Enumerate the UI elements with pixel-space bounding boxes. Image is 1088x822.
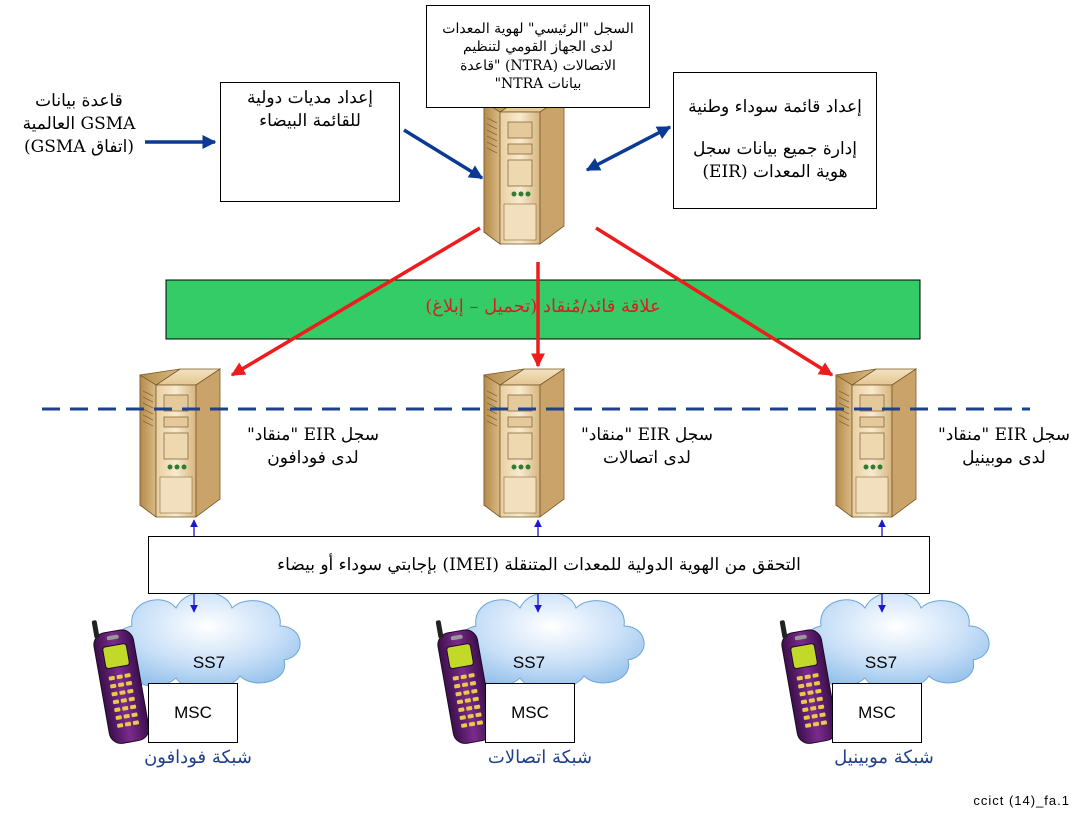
gsma-line-2: GSMA العالمية <box>22 113 136 134</box>
etisalat-slave-line-2: لدى اتصالات <box>603 447 691 468</box>
relation-bar <box>165 279 921 340</box>
vodafone-eir-server-icon <box>139 368 221 518</box>
blacklist-line-1: إعداد قائمة سوداء وطنية <box>688 96 862 117</box>
mobinil-slave-eir-label: سجل EIR "منقاد" لدى موبينيل <box>926 424 1082 470</box>
etisalat-slave-eir-label: سجل EIR "منقاد" لدى اتصالات <box>572 424 722 470</box>
whitelist-line-1: إعداد مديات دولية <box>246 88 374 108</box>
mobinil-msc-box: MSC <box>832 683 922 743</box>
central-register-line-1: السجل "الرئيسي" لهوية المعدات <box>442 21 634 38</box>
vodafone-ss7-cloud-icon <box>114 591 301 691</box>
etisalat-msc-box: MSC <box>485 683 575 743</box>
mobinil-msc-label: MSC <box>858 702 896 722</box>
gsma-line-3: (اتفاق GSMA) <box>23 136 135 157</box>
figure-id: ccict (14)_fa.1 <box>973 793 1070 808</box>
etisalat-eir-server-icon <box>483 368 565 518</box>
whitelist-to-master-arrow <box>403 128 484 180</box>
vodafone-slave-line-2: لدى فودافون <box>267 447 359 468</box>
master-eir-server-icon <box>483 95 565 245</box>
central-register-line-2: لدى الجهاز القومي لتنظيم <box>463 39 613 56</box>
gsma-line-1: قاعدة بيانات <box>35 91 123 111</box>
vodafone-ss7-label: SS7 <box>192 653 226 672</box>
vodafone-network-name: شبكة فودافون <box>144 747 252 768</box>
mobinil-network-name: شبكة موبينيل <box>834 747 934 768</box>
imei-check-box: التحقق من الهوية الدولية للمعدات المتنقل… <box>148 536 930 594</box>
national-blacklist-box: إعداد قائمة سوداء وطنية إدارة جميع بيانا… <box>673 72 877 209</box>
etisalat-ss7-label: SS7 <box>512 653 546 672</box>
mobinil-ss7-label: SS7 <box>864 653 898 672</box>
mobinil-slave-line-2: لدى موبينيل <box>962 447 1046 468</box>
gsma-database-label: قاعدة بيانات GSMA العالمية (اتفاق GSMA) <box>4 90 154 159</box>
central-register-box: السجل "الرئيسي" لهوية المعدات لدى الجهاز… <box>426 5 650 108</box>
etisalat-network-name: شبكة اتصالات <box>487 747 593 768</box>
vodafone-slave-line-1: سجل EIR "منقاد" <box>246 425 380 445</box>
etisalat-slave-line-1: سجل EIR "منقاد" <box>580 425 714 445</box>
master-to-mobinil-arrow <box>595 226 834 377</box>
vodafone-msc-label: MSC <box>174 702 212 722</box>
etisalat-ss7-cloud-icon <box>458 591 645 691</box>
blacklist-line-2: إدارة جميع بيانات سجل <box>693 138 857 159</box>
mobinil-slave-line-1: سجل EIR "منقاد" <box>937 425 1071 445</box>
master-to-vodafone-arrow <box>230 226 481 377</box>
master-blacklist-arrow <box>585 125 672 172</box>
vodafone-slave-eir-label: سجل EIR "منقاد" لدى فودافون <box>238 424 388 470</box>
vodafone-msc-box: MSC <box>148 683 238 743</box>
blacklist-line-3: هوية المعدات (EIR) <box>702 162 848 183</box>
mobinil-ss7-cloud-icon <box>803 591 990 691</box>
whitelist-line-2: للقائمة البيضاء <box>259 110 361 131</box>
etisalat-msc-label: MSC <box>511 702 549 722</box>
central-register-line-3: الاتصالات (NTRA) "قاعدة <box>460 57 616 74</box>
central-register-line-4: بيانات NTRA" <box>494 75 582 92</box>
imei-check-label: التحقق من الهوية الدولية للمعدات المتنقل… <box>277 554 801 575</box>
relation-bar-label: علاقة قائد/مُنقاد (تحميل – إبلاغ) <box>425 296 661 317</box>
mobinil-eir-server-icon <box>835 368 917 518</box>
whitelist-ranges-box: إعداد مديات دولية للقائمة البيضاء <box>220 82 400 202</box>
